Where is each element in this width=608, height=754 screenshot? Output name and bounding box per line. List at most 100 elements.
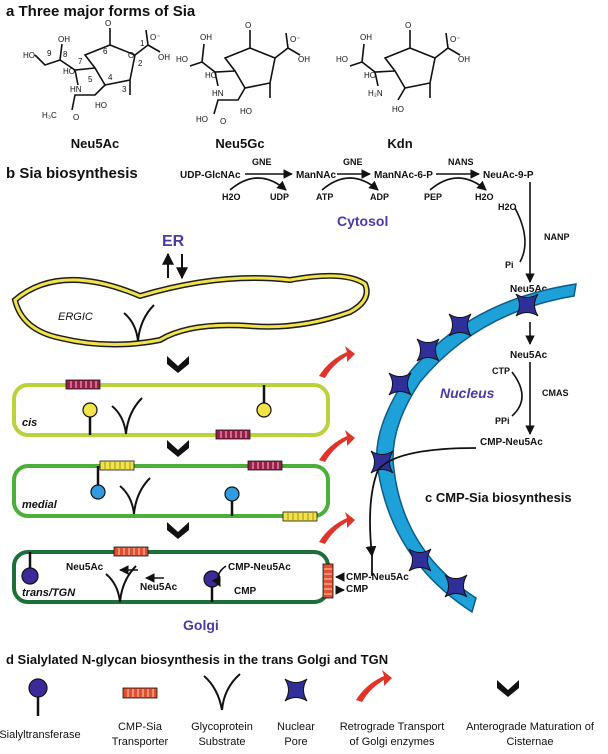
neu5ac-cytosol-label: Neu5Ac <box>510 284 548 295</box>
nucleus-label: Nucleus <box>440 385 495 401</box>
anterograde-arrow-3 <box>167 522 189 539</box>
adp-label: ADP <box>370 192 389 202</box>
legend-anterograde-label-2: Cisternae <box>506 736 553 748</box>
neu5ac-c3: 3 <box>122 85 127 94</box>
h2o-1-label: H2O <box>222 192 241 202</box>
legend-glycoprotein-label-2: Substrate <box>198 736 245 748</box>
neuac-9p-label: NeuAc-9-P <box>483 170 534 181</box>
h2o-2-label: H2O <box>475 192 494 202</box>
golgi-label: Golgi <box>183 617 219 633</box>
tgn-cmp-neu5ac-in: CMP-Neu5Ac <box>228 562 291 573</box>
neu5ac-structure <box>34 28 161 111</box>
neu5gc-o-glycolyl: O <box>220 117 226 126</box>
neu5ac-oh-right: OH <box>158 53 170 62</box>
er-label: ER <box>162 233 185 250</box>
medial-transporter-1 <box>99 460 135 471</box>
nanp-label: NANP <box>544 232 570 242</box>
nans-label: NANS <box>448 157 474 167</box>
legend-nuclear-pore-icon <box>284 678 308 702</box>
neu5ac-nucleus-label: Neu5Ac <box>510 350 548 361</box>
neu5gc-oh-top: OH <box>200 33 212 42</box>
neu5gc-o-minus: O⁻ <box>290 35 300 44</box>
legend-transporter-icon <box>122 687 158 699</box>
neu5ac-c8: 8 <box>63 50 68 59</box>
kdn-o-minus: O⁻ <box>450 35 460 44</box>
legend-transporter-label-2: Transporter <box>112 736 169 748</box>
tgn-cmp-neu5ac-out: CMP-Neu5Ac <box>346 572 409 583</box>
tgn-neu5ac-b: Neu5Ac <box>140 582 178 593</box>
neu5ac-c9: 9 <box>47 49 52 58</box>
retrograde-arrow-1 <box>319 346 355 378</box>
ppi-label: PPi <box>495 416 510 426</box>
neu5ac-c6: 6 <box>103 47 108 56</box>
er-exchange-arrows <box>162 252 188 280</box>
legend-transporter-label-1: CMP-Sia <box>118 721 163 733</box>
mannac-label: ManNAc <box>296 170 336 181</box>
neu5gc-oh-right: OH <box>298 55 310 64</box>
nuclear-pore-3 <box>416 338 440 362</box>
neu5gc-ho-left: HO <box>176 55 188 64</box>
nuclear-pore-1 <box>515 293 539 317</box>
kdn-ho-4: HO <box>392 105 404 114</box>
trans-glycoprotein <box>105 565 137 603</box>
neu5ac-ho-top: OH <box>58 35 70 44</box>
neu5ac-c2: 2 <box>138 59 143 68</box>
neu5ac-hn: HN <box>70 85 82 94</box>
neu5ac-h3c: H₃C <box>42 111 57 120</box>
trans-transporter-top <box>113 546 149 557</box>
trans-sialyltransferase-1 <box>21 552 39 585</box>
cmas-label: CMAS <box>542 388 569 398</box>
kdn-structure <box>349 30 461 101</box>
neu5ac-ring-o: O <box>128 51 134 60</box>
legend-retrograde-label-1: Retrograde Transport <box>340 721 445 733</box>
section-c-title: c CMP-Sia biosynthesis <box>425 490 572 505</box>
kdn-ho-7: HO <box>364 71 376 80</box>
neu5gc-label: Neu5Gc <box>215 136 264 151</box>
ctp-label: CTP <box>492 366 510 376</box>
cis-transporter-1 <box>65 379 101 390</box>
legend-sialyltransferase-icon <box>28 678 48 716</box>
section-b-title: b Sia biosynthesis <box>6 165 138 182</box>
tgn-arrows <box>119 565 345 595</box>
medial-transporter-2 <box>247 460 283 471</box>
pi-label: Pi <box>505 260 514 270</box>
nucleus-envelope <box>375 283 577 614</box>
medial-transporter-3 <box>282 511 318 522</box>
tgn-cmp-out: CMP <box>346 584 369 595</box>
gne-1-label: GNE <box>252 157 272 167</box>
legend-anterograde-label-1: Anterograde Maturation of <box>466 721 595 733</box>
legend-retrograde-icon <box>356 670 392 702</box>
anterograde-arrow-1 <box>167 356 189 373</box>
atp-label: ATP <box>316 192 333 202</box>
udp-label: UDP <box>270 192 289 202</box>
neu5ac-c7: 7 <box>78 57 83 66</box>
neu5ac-o-minus: O⁻ <box>150 33 160 42</box>
section-a-title: a Three major forms of Sia <box>6 3 196 20</box>
neu5ac-o-carboxyl: O <box>105 19 111 28</box>
kdn-oh-right: OH <box>458 55 470 64</box>
neu5ac-c1: 1 <box>140 39 145 48</box>
neu5ac-ho-left: HO <box>23 51 35 60</box>
medial-cisterna <box>12 464 330 518</box>
ergic-membrane-fill <box>13 274 369 347</box>
cis-sialyltransferase-1 <box>82 402 98 435</box>
retrograde-arrow-3 <box>319 512 355 544</box>
medial-sialyltransferase-1 <box>90 466 106 500</box>
nuclear-pore-6 <box>408 548 432 572</box>
cytosol-label: Cytosol <box>337 213 388 229</box>
legend-glycoprotein-label-1: Glycoprotein <box>191 721 253 733</box>
pep-label: PEP <box>424 192 442 202</box>
neu5gc-ho-glycolyl: HO <box>196 115 208 124</box>
kdn-label: Kdn <box>387 136 412 151</box>
legend-pore-label-2: Pore <box>284 736 307 748</box>
legend-sialyltransferase-label: Sialyltransferase <box>0 729 81 741</box>
kdn-oh-top: OH <box>360 33 372 42</box>
medial-sialyltransferase-2 <box>224 486 240 516</box>
neu5ac-ho-4: HO <box>95 101 107 110</box>
trans-tgn-label: trans/TGN <box>22 587 76 599</box>
nuclear-pore-2 <box>448 313 472 337</box>
neu5gc-structure <box>189 30 301 115</box>
kdn-h2n: H₂N <box>368 89 383 98</box>
tgn-neu5ac-a: Neu5Ac <box>66 562 104 573</box>
